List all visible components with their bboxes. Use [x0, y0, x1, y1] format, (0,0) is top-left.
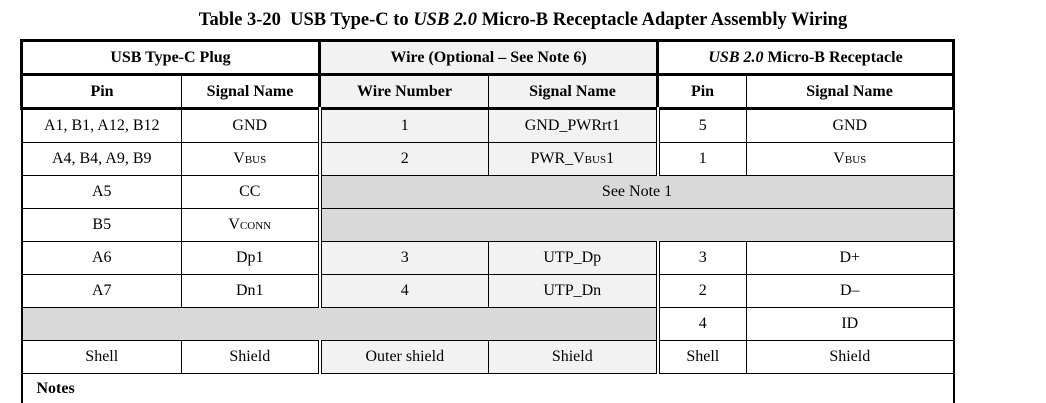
table-row-vconn: B5 Vconn: [20, 208, 955, 242]
cell-microb-signal: D+: [746, 241, 955, 275]
cell-wire-number: 3: [317, 241, 490, 275]
table-title-number: Table 3-20: [198, 10, 291, 30]
cell-microb-pin: 1: [655, 142, 748, 176]
table-title-text: USB Type-C to: [290, 10, 414, 30]
cell-microb-signal: GND: [746, 108, 955, 143]
col-header-typec-signal: Signal Name: [180, 74, 321, 110]
cell-wire-signal: UTP_Dn: [488, 274, 659, 308]
cell-microb-pin: 4: [655, 307, 748, 341]
table-row-shield: Shell Shield Outer shield Shield Shell S…: [20, 340, 955, 374]
col-header-microb-pin: Pin: [656, 74, 748, 110]
table-title: Table 3-20 USB Type-C to USB 2.0 Micro-B…: [23, 10, 1023, 31]
col-header-wire-signal: Signal Name: [488, 74, 659, 110]
cell-typec-signal: CC: [180, 175, 321, 209]
wiring-table: USB Type-C Plug Wire (Optional – See Not…: [19, 39, 956, 403]
cell-wire-number: 4: [317, 274, 490, 308]
col-header-wire-number: Wire Number: [318, 74, 490, 110]
cell-typec-signal: Vconn: [180, 208, 321, 242]
cell-typec-pin: Shell: [20, 340, 182, 374]
cell-merged-empty: [20, 307, 659, 341]
cell-typec-pin: A1, B1, A12, B12: [20, 108, 182, 143]
cell-typec-pin: B5: [20, 208, 182, 242]
table-row-vbus: A4, B4, A9, B9 Vbus 2 PWR_Vbus1 1 Vbus: [20, 142, 955, 176]
group-header-microb-rest: Micro-B Receptacle: [763, 48, 903, 66]
cell-wire-signal: GND_PWRrt1: [488, 108, 659, 143]
cell-wire-number: 2: [317, 142, 490, 176]
cell-wire-signal: UTP_Dp: [488, 241, 659, 275]
table-row-gnd: A1, B1, A12, B12 GND 1 GND_PWRrt1 5 GND: [20, 108, 955, 143]
cell-merged-empty: [317, 208, 955, 242]
cell-typec-signal: GND: [180, 108, 321, 143]
cell-typec-pin: A5: [20, 175, 182, 209]
cell-microb-pin: 5: [655, 108, 748, 143]
cell-typec-signal: Dn1: [180, 274, 321, 308]
notes-label: Notes: [20, 373, 955, 403]
cell-wire-number: 1: [317, 108, 490, 143]
cell-microb-signal: D–: [746, 274, 955, 308]
document-page: Table 3-20 USB Type-C to USB 2.0 Micro-B…: [0, 10, 1046, 403]
group-header-microb: USB 2.0 Micro-B Receptacle: [656, 39, 956, 76]
group-header-wire: Wire (Optional – See Note 6): [318, 39, 659, 76]
cell-wire-signal: Shield: [488, 340, 659, 374]
table-title-usb20-italic: USB 2.0: [413, 10, 478, 30]
column-header-row: Pin Signal Name Wire Number Signal Name …: [20, 74, 956, 110]
cell-typec-pin: A6: [20, 241, 182, 275]
cell-typec-signal: Dp1: [180, 241, 321, 275]
col-header-typec-pin: Pin: [20, 74, 182, 110]
cell-typec-pin: A7: [20, 274, 182, 308]
cell-typec-pin: A4, B4, A9, B9: [20, 142, 182, 176]
table-row-dp: A6 Dp1 3 UTP_Dp 3 D+: [20, 241, 955, 275]
cell-typec-signal: Vbus: [180, 142, 321, 176]
group-header-typec: USB Type-C Plug: [19, 39, 321, 76]
table-row-id: 4 ID: [20, 307, 955, 341]
cell-typec-signal: Shield: [180, 340, 321, 374]
table-title-rest: Micro-B Receptacle Adapter Assembly Wiri…: [477, 10, 848, 30]
cell-wire-number: Outer shield: [317, 340, 490, 374]
cell-microb-signal: Shield: [746, 340, 955, 374]
group-header-microb-italic: USB 2.0: [708, 48, 764, 66]
cell-microb-signal: Vbus: [746, 142, 955, 176]
cell-see-note-1: See Note 1: [317, 175, 955, 209]
table-notes-row: Notes: [20, 373, 955, 403]
group-header-row: USB Type-C Plug Wire (Optional – See Not…: [19, 39, 956, 76]
cell-microb-pin: 3: [655, 241, 748, 275]
table-row-cc: A5 CC See Note 1: [20, 175, 955, 209]
col-header-microb-signal: Signal Name: [746, 74, 956, 110]
cell-microb-pin: 2: [655, 274, 748, 308]
cell-wire-signal: PWR_Vbus1: [488, 142, 659, 176]
cell-microb-signal: ID: [746, 307, 955, 341]
cell-microb-pin: Shell: [655, 340, 748, 374]
table-row-dn: A7 Dn1 4 UTP_Dn 2 D–: [20, 274, 955, 308]
